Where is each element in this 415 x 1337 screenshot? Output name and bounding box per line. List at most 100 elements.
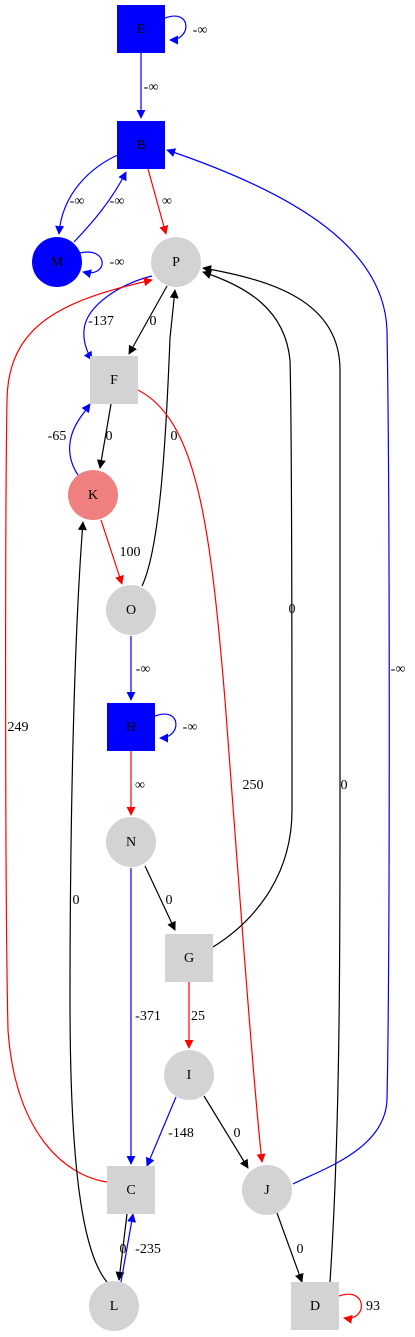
node-circle bbox=[151, 237, 201, 287]
edge-C-to-P: 249 bbox=[5, 277, 153, 1183]
edge-line bbox=[141, 289, 179, 587]
edge-line bbox=[73, 171, 127, 243]
edge-H-to-H: -∞ bbox=[154, 713, 197, 743]
edge-label: 0 bbox=[234, 1126, 241, 1141]
node-M[interactable]: M bbox=[32, 237, 82, 287]
node-F[interactable]: F bbox=[90, 356, 138, 404]
edge-B-to-P: ∞ bbox=[147, 168, 172, 235]
edge-G-to-I: 25 bbox=[184, 982, 205, 1049]
edge-L-to-C: -235 bbox=[120, 1213, 161, 1283]
edge-label: -65 bbox=[48, 429, 67, 444]
edge-label: 249 bbox=[8, 720, 29, 735]
node-B[interactable]: B bbox=[117, 121, 165, 169]
node-K[interactable]: K bbox=[68, 470, 118, 520]
edge-label: 0 bbox=[341, 778, 348, 793]
node-square bbox=[90, 356, 138, 404]
edge-line bbox=[166, 148, 390, 1185]
edge-label: -∞ bbox=[110, 194, 125, 209]
edge-line bbox=[115, 1213, 128, 1281]
edge-K-to-F: -65 bbox=[48, 403, 91, 476]
edge-M-to-B: -∞ bbox=[73, 171, 127, 243]
node-label: K bbox=[88, 488, 98, 503]
node-label: B bbox=[136, 138, 145, 153]
edge-F-to-K: 0 bbox=[96, 403, 113, 469]
node-I[interactable]: I bbox=[164, 1050, 214, 1100]
node-circle bbox=[106, 585, 156, 635]
edge-line bbox=[147, 168, 169, 235]
edge-label: 0 bbox=[289, 602, 296, 617]
node-P[interactable]: P bbox=[151, 237, 201, 287]
node-circle bbox=[164, 1050, 214, 1100]
node-label: F bbox=[110, 373, 118, 388]
edge-O-to-H: -∞ bbox=[126, 636, 150, 701]
edge-C-to-L: 0 bbox=[115, 1213, 128, 1281]
edge-label: 25 bbox=[191, 1009, 205, 1024]
edge-P-to-F: -137 bbox=[83, 275, 153, 361]
edge-line bbox=[276, 1212, 304, 1283]
edge-line bbox=[5, 277, 153, 1183]
edge-label: -371 bbox=[135, 1009, 161, 1024]
node-J[interactable]: J bbox=[242, 1165, 292, 1215]
edge-line bbox=[55, 153, 121, 235]
edge-label: 0 bbox=[171, 429, 178, 444]
node-label: N bbox=[126, 835, 136, 850]
node-label: P bbox=[172, 255, 180, 270]
edge-line bbox=[154, 713, 177, 743]
node-circle bbox=[68, 470, 118, 520]
edge-label: 0 bbox=[73, 893, 80, 908]
node-label: O bbox=[126, 603, 136, 618]
node-circle bbox=[32, 237, 82, 287]
edge-label: 0 bbox=[297, 1242, 304, 1257]
edge-label: 0 bbox=[106, 429, 113, 444]
node-square bbox=[117, 5, 165, 53]
edge-line bbox=[202, 264, 341, 1283]
node-G[interactable]: G bbox=[165, 934, 213, 982]
node-square bbox=[165, 934, 213, 982]
node-label: E bbox=[137, 22, 146, 37]
node-label: C bbox=[126, 1183, 135, 1198]
node-D[interactable]: D bbox=[291, 1282, 339, 1330]
node-H[interactable]: H bbox=[107, 703, 155, 751]
node-label: M bbox=[51, 255, 64, 270]
node-square bbox=[291, 1282, 339, 1330]
edge-line bbox=[145, 1096, 177, 1167]
node-label: J bbox=[264, 1183, 270, 1198]
edge-D-to-P: 0 bbox=[202, 264, 348, 1283]
node-C[interactable]: C bbox=[107, 1166, 155, 1214]
edge-J-to-D: 0 bbox=[276, 1212, 304, 1283]
node-N[interactable]: N bbox=[106, 817, 156, 867]
node-O[interactable]: O bbox=[106, 585, 156, 635]
edge-line bbox=[69, 521, 108, 1283]
node-square bbox=[117, 121, 165, 169]
edge-line bbox=[69, 403, 91, 476]
edge-N-to-G: 0 bbox=[144, 865, 176, 931]
edge-label: -∞ bbox=[391, 662, 406, 677]
edge-line bbox=[202, 270, 293, 948]
node-E[interactable]: E bbox=[117, 5, 165, 53]
node-square bbox=[107, 1166, 155, 1214]
node-label: H bbox=[126, 720, 136, 735]
edge-label: 0 bbox=[150, 314, 157, 329]
edge-line bbox=[120, 1213, 137, 1283]
edge-N-to-C: -371 bbox=[126, 868, 161, 1165]
edge-label: -137 bbox=[88, 314, 114, 329]
edge-label: -148 bbox=[168, 1126, 194, 1141]
edge-label: -235 bbox=[135, 1242, 161, 1257]
edge-label: 93 bbox=[366, 1299, 380, 1314]
edge-H-to-N: ∞ bbox=[126, 751, 145, 816]
edge-K-to-O: 100 bbox=[100, 519, 141, 585]
edge-E-to-E: -∞ bbox=[164, 15, 207, 45]
nodes-layer: E B M P F K O H N G I C J L D bbox=[32, 5, 339, 1331]
node-circle bbox=[89, 1281, 139, 1331]
edge-B-to-M: -∞ bbox=[55, 153, 121, 235]
edge-line bbox=[83, 275, 153, 361]
edge-line bbox=[144, 865, 176, 931]
node-L[interactable]: L bbox=[89, 1281, 139, 1331]
edge-E-to-B: -∞ bbox=[136, 53, 158, 119]
edge-line bbox=[96, 403, 112, 469]
edge-label: 250 bbox=[243, 778, 264, 793]
edge-line bbox=[338, 1293, 362, 1324]
node-label: I bbox=[187, 1068, 192, 1083]
